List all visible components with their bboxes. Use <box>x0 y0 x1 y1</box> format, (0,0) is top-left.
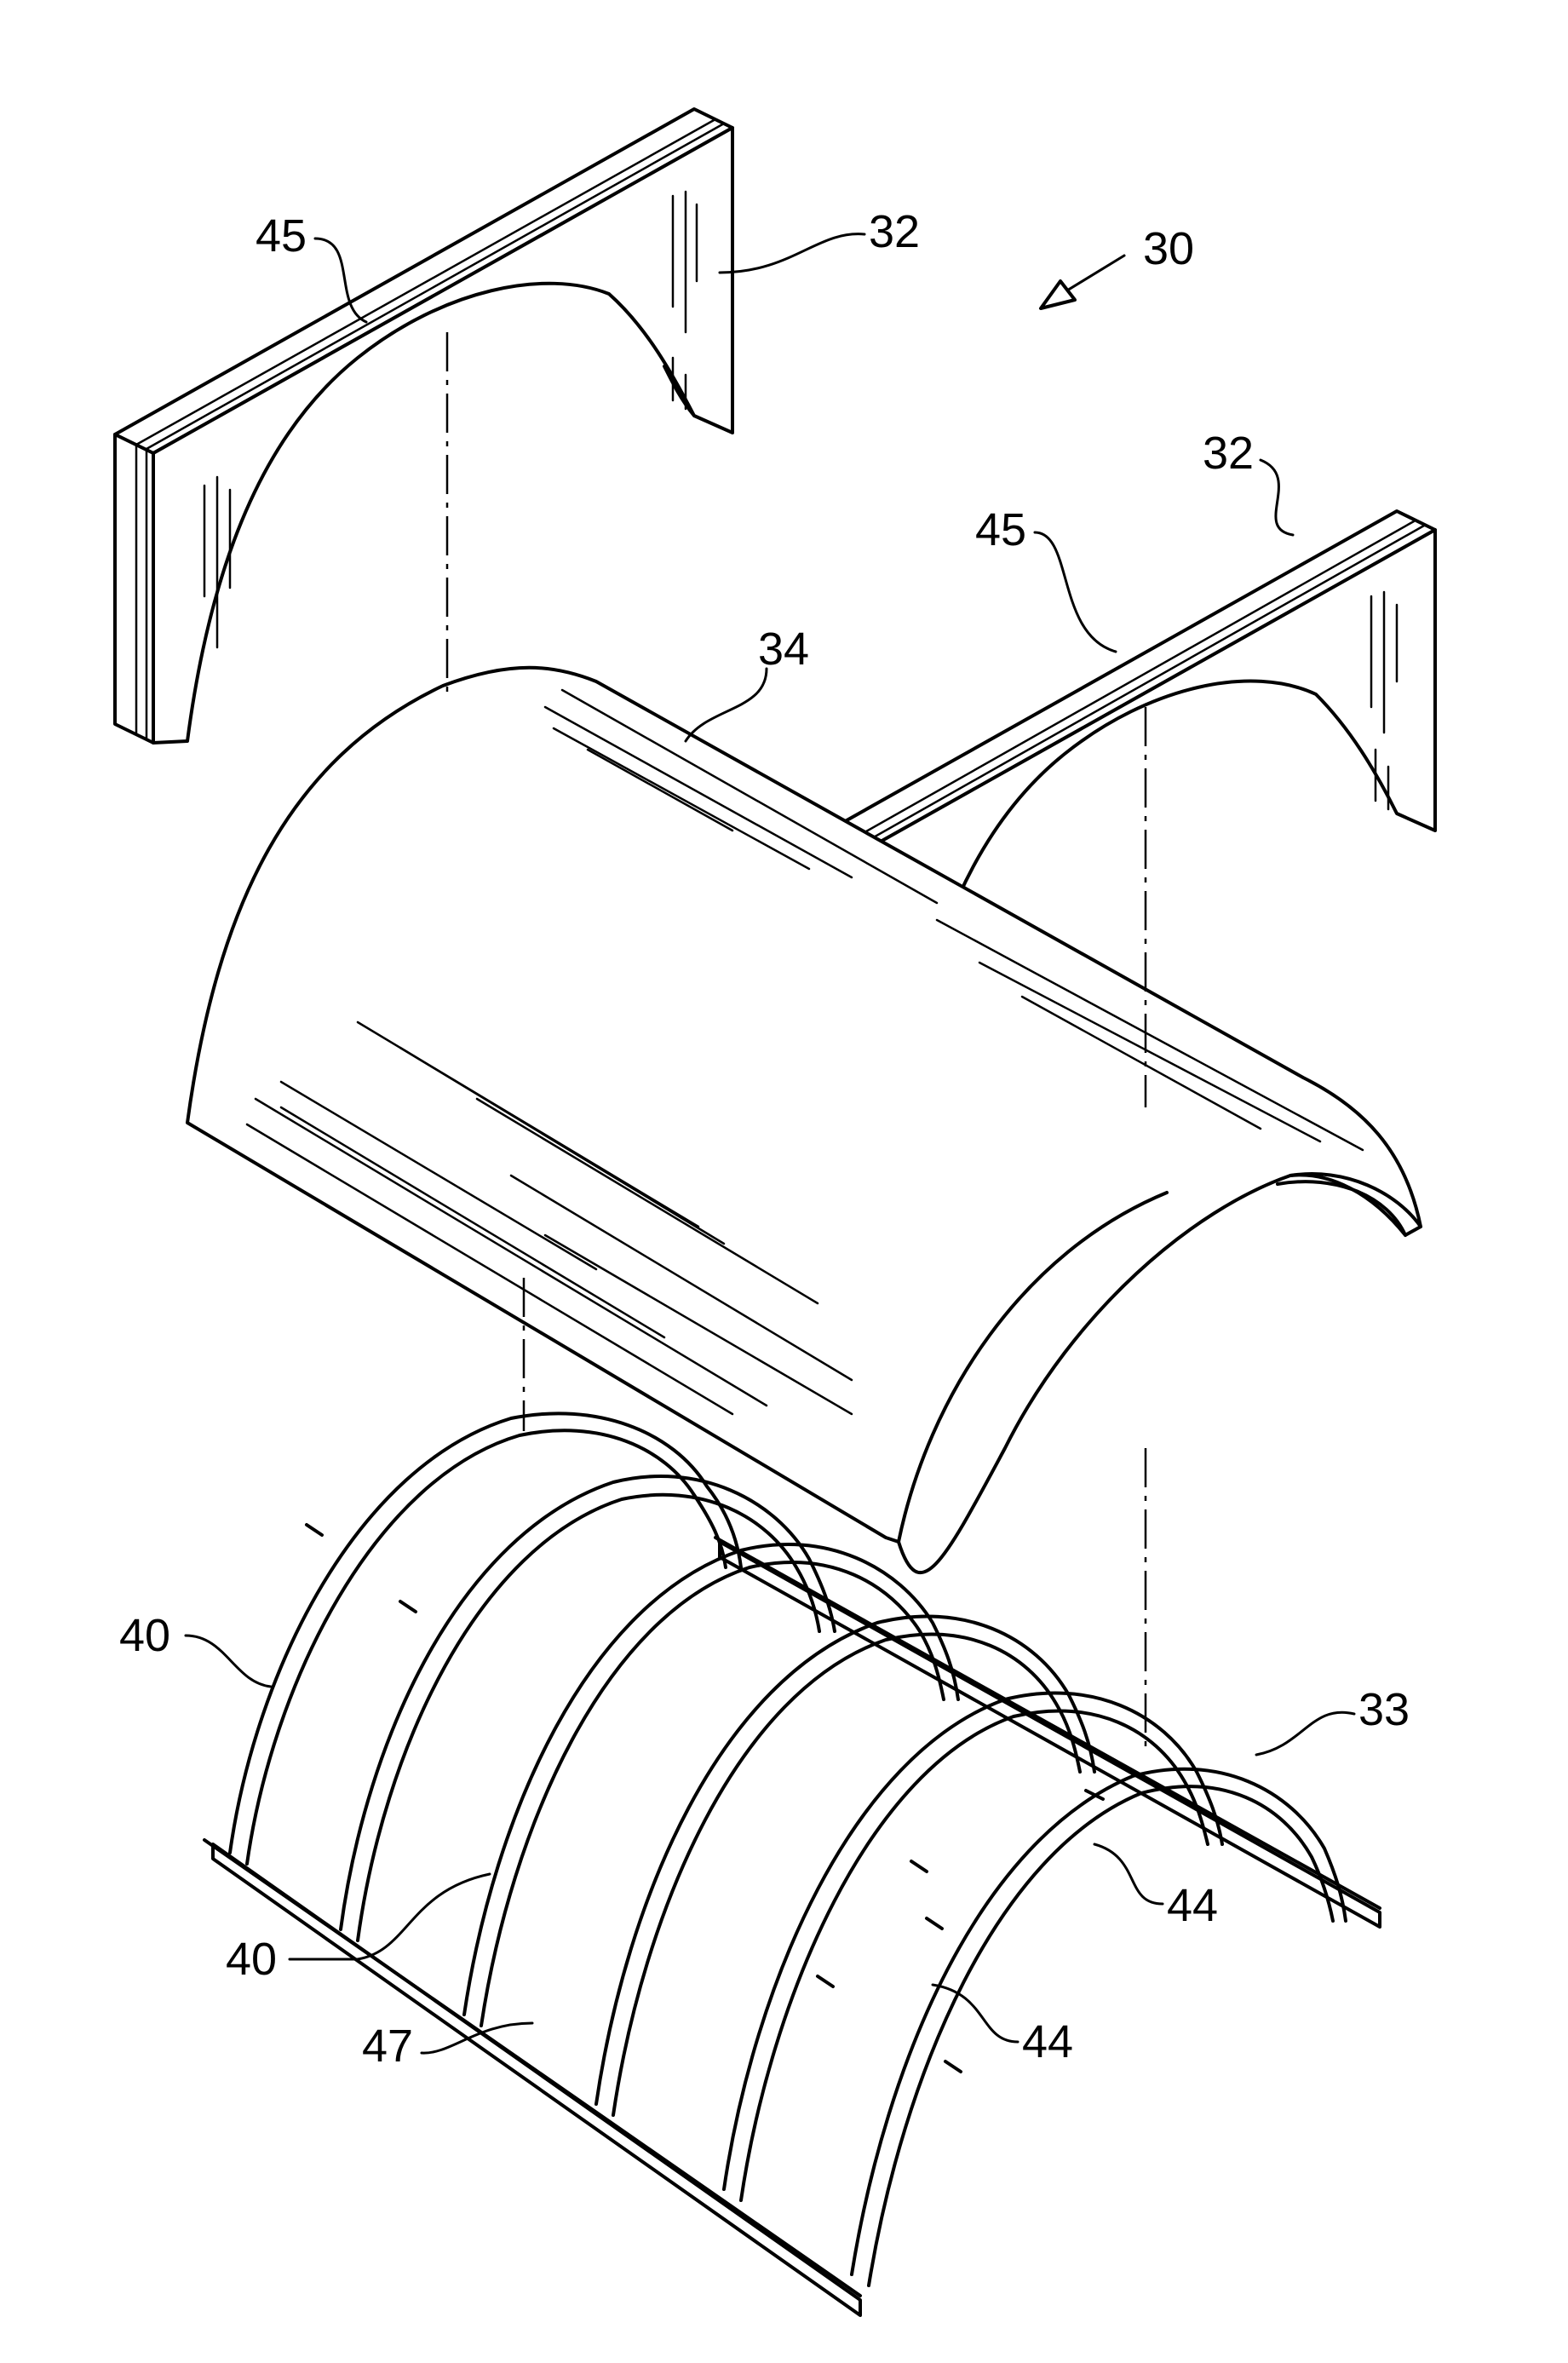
label-30: 30 <box>1143 223 1194 274</box>
rib-framework <box>204 1413 1380 2315</box>
label-45-left-groove: 45 <box>256 210 307 262</box>
label-44-lower-splice: 44 <box>1022 2016 1073 2067</box>
label-40-middle-rib: 40 <box>226 1934 277 1985</box>
label-44-upper-splice: 44 <box>1167 1880 1218 1931</box>
label-47-base-channel: 47 <box>362 2021 413 2072</box>
label-32-right-wall: 32 <box>1203 428 1254 479</box>
label-45-right-groove: 45 <box>975 504 1026 555</box>
label-40-left-rib: 40 <box>119 1610 170 1661</box>
label-33-base-channel: 33 <box>1358 1684 1410 1735</box>
end-wall-left <box>115 109 732 743</box>
roof-panel <box>187 668 1421 1572</box>
label-32-left-wall: 32 <box>869 206 920 257</box>
arrow-head-icon <box>1041 281 1075 308</box>
label-34-roof-panel: 34 <box>758 624 809 675</box>
